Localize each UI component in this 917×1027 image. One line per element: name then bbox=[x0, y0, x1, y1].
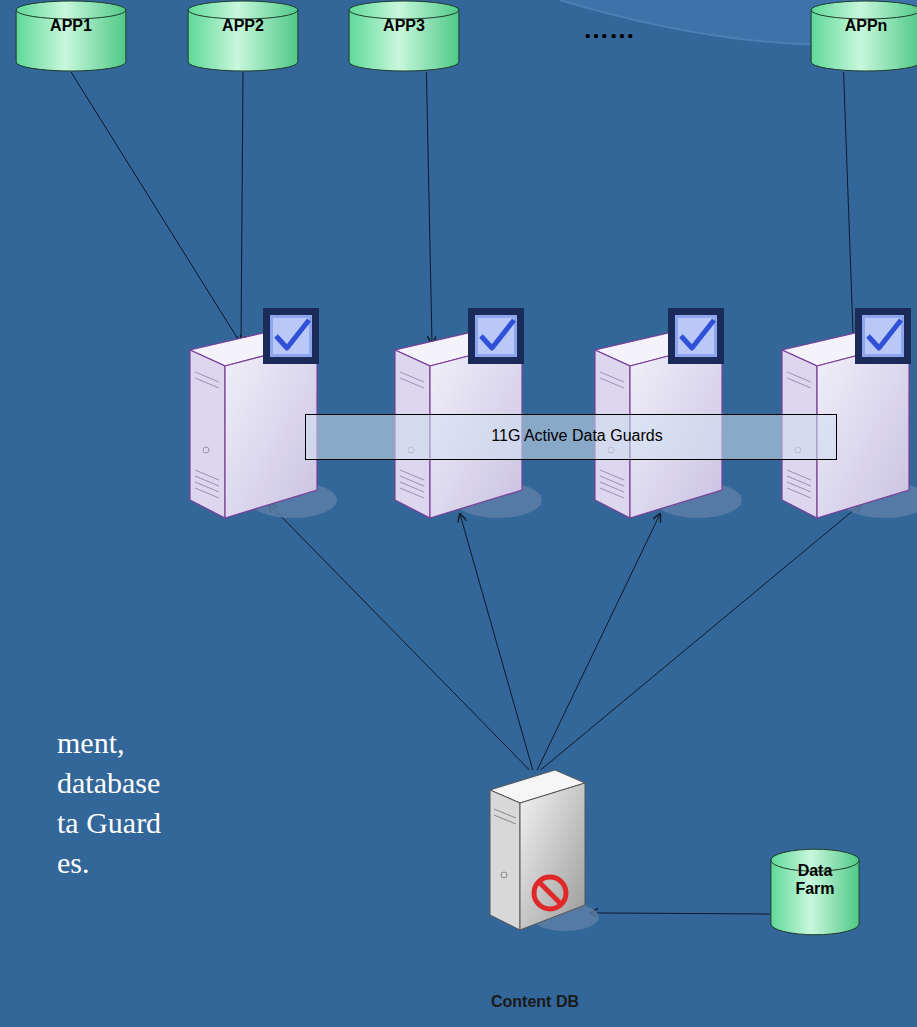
cylinder-shape bbox=[15, 0, 127, 72]
node-label: Data Farm bbox=[788, 862, 842, 898]
checkbox-icon bbox=[263, 308, 319, 364]
checkbox-icon bbox=[468, 308, 524, 364]
arrow-connector bbox=[241, 72, 243, 344]
ellipsis-label: …… bbox=[583, 14, 635, 45]
app-cylinder: APP3 bbox=[348, 0, 460, 72]
cylinder-shape bbox=[187, 0, 299, 72]
database-node: Content DB bbox=[480, 765, 590, 935]
prohibited-sign bbox=[534, 877, 566, 909]
node-label: APP2 bbox=[187, 17, 299, 35]
cylinder-shape bbox=[348, 0, 460, 72]
arrow-connector bbox=[426, 72, 432, 344]
arrow-connector bbox=[541, 504, 862, 770]
checkbox-icon bbox=[855, 308, 911, 364]
app-cylinder: APP2 bbox=[187, 0, 299, 72]
slide-text: database bbox=[57, 766, 160, 800]
app-cylinder: Data Farm bbox=[770, 848, 860, 936]
app-cylinder: APP1 bbox=[15, 0, 127, 72]
slide-text: ta Guard bbox=[57, 806, 161, 840]
band-box: 11G Active Data Guards bbox=[305, 414, 849, 460]
node-label: APP1 bbox=[15, 17, 127, 35]
arrow-connector bbox=[71, 72, 241, 344]
app-cylinder: APPn bbox=[810, 0, 917, 72]
checkbox-icon bbox=[668, 308, 724, 364]
node-label: Content DB bbox=[450, 993, 620, 1011]
server-tower bbox=[185, 320, 325, 520]
database-server bbox=[480, 765, 590, 935]
slide-text: ment, bbox=[57, 726, 125, 760]
server-node bbox=[185, 320, 325, 520]
arrow-connector bbox=[460, 514, 533, 770]
node-label: APPn bbox=[810, 17, 917, 35]
node-label: APP3 bbox=[348, 17, 460, 35]
arrow-connector bbox=[269, 504, 530, 770]
cylinder-shape bbox=[810, 0, 917, 72]
node-label: 11G Active Data Guards bbox=[305, 414, 849, 458]
arrow-connector bbox=[590, 913, 770, 914]
slide-text: es. bbox=[57, 846, 90, 880]
arrow-connector bbox=[844, 72, 854, 360]
arrow-connector bbox=[537, 514, 660, 770]
